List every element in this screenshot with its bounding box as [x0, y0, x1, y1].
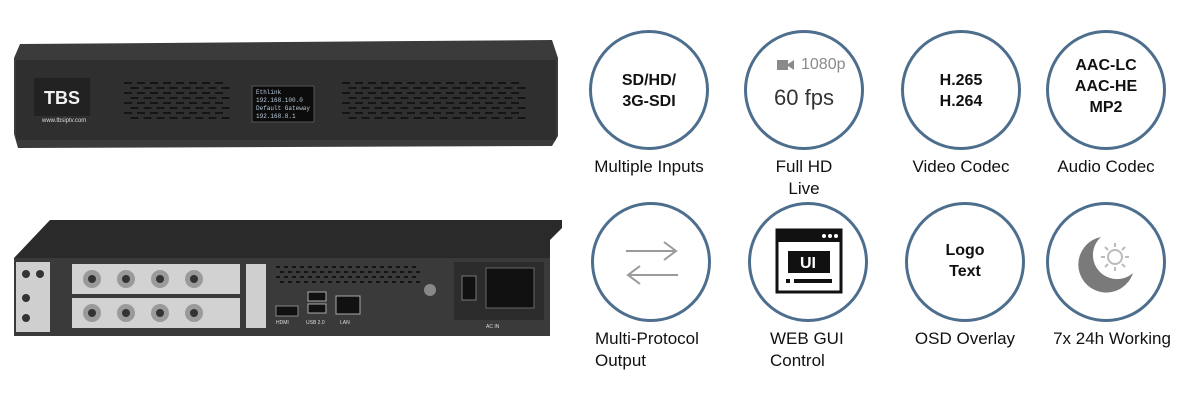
- sdi-input-card-1: [72, 264, 240, 294]
- circle-line: MP2: [1089, 99, 1123, 116]
- hdmi-port: HDMI: [275, 305, 299, 326]
- swap-arrows-icon: [626, 241, 678, 285]
- svg-text:192.168.100.0: 192.168.100.0: [256, 97, 303, 104]
- feature-circle: SD/HD/ 3G-SDI: [589, 30, 709, 150]
- circle-line: AAC-LC: [1075, 57, 1137, 74]
- oled-display: Ethlink 192.168.100.0 Default Gateway 19…: [251, 85, 315, 123]
- feature-circle: AAC-LC AAC-HE MP2: [1046, 30, 1166, 150]
- rear-vent-grille: [276, 266, 420, 283]
- feature-osd-overlay: Logo Text OSD Overlay: [905, 202, 1025, 377]
- svg-text:TBS: TBS: [44, 88, 80, 108]
- feature-caption: OSD Overlay: [914, 329, 1016, 348]
- feature-circle: Logo Text: [905, 202, 1025, 322]
- vent-grille-right: [342, 82, 526, 119]
- feature-circle: [1046, 202, 1166, 322]
- feature-video-codec: H.265 H.264 Video Codec: [901, 30, 1021, 205]
- resolution-label: 1080p: [801, 56, 846, 73]
- feature-24-7-working: 7x 24h Working: [1046, 202, 1171, 377]
- svg-text:Default Gateway: Default Gateway: [256, 105, 310, 112]
- circle-line: 3G-SDI: [622, 93, 676, 110]
- svg-text:UI: UI: [800, 255, 816, 272]
- feature-caption: Audio Codec: [1057, 157, 1155, 176]
- feature-audio-codec: AAC-LC AAC-HE MP2 Audio Codec: [1046, 30, 1166, 205]
- day-night-icon: [1078, 237, 1133, 293]
- encoder-rear-panel: HDMI USB 2.0 LAN AC IN: [14, 220, 562, 336]
- feature-circle: 1080p 60 fps: [744, 30, 864, 150]
- feature-circle: UI: [748, 202, 868, 322]
- circle-line: H.265: [939, 72, 983, 89]
- ground-screw-icon: [424, 284, 436, 296]
- usb-ports: USB 2.0: [306, 291, 327, 326]
- circle-line: H.264: [939, 93, 983, 110]
- svg-text:HDMI: HDMI: [276, 320, 289, 326]
- feature-multiple-inputs: SD/HD/ 3G-SDI Multiple Inputs: [589, 30, 709, 205]
- feature-circle: H.265 H.264: [901, 30, 1021, 150]
- fps-label: 60 fps: [774, 85, 834, 110]
- circle-line: Logo: [945, 242, 985, 259]
- power-inlet: AC IN: [454, 262, 544, 330]
- circle-line: AAC-HE: [1074, 78, 1138, 95]
- svg-text:192.168.8.1: 192.168.8.1: [256, 113, 296, 120]
- feature-circle: [591, 202, 711, 322]
- sdi-input-card-2: [72, 298, 240, 328]
- encoder-front-panel: TBS www.tbsiptv.com Ethlink 192.168.100.…: [14, 40, 558, 148]
- brand-logo: TBS www.tbsiptv.com: [34, 78, 90, 124]
- vent-grille-left: [124, 82, 230, 119]
- lan-port: LAN: [335, 295, 361, 326]
- circle-line: SD/HD/: [621, 72, 677, 89]
- svg-text:Ethlink: Ethlink: [256, 89, 282, 96]
- feature-caption: Multiple Inputs: [594, 157, 704, 176]
- feature-caption: Video Codec: [912, 157, 1010, 176]
- svg-text:LAN: LAN: [340, 320, 350, 326]
- feature-caption: 7x 24h Working: [1053, 329, 1171, 348]
- web-ui-icon: UI: [775, 228, 843, 294]
- svg-text:www.tbsiptv.com: www.tbsiptv.com: [41, 118, 86, 124]
- circle-line: Text: [949, 263, 981, 280]
- svg-text:AC IN: AC IN: [486, 324, 500, 330]
- svg-text:USB 2.0: USB 2.0: [306, 320, 325, 326]
- video-camera-icon: [777, 60, 794, 70]
